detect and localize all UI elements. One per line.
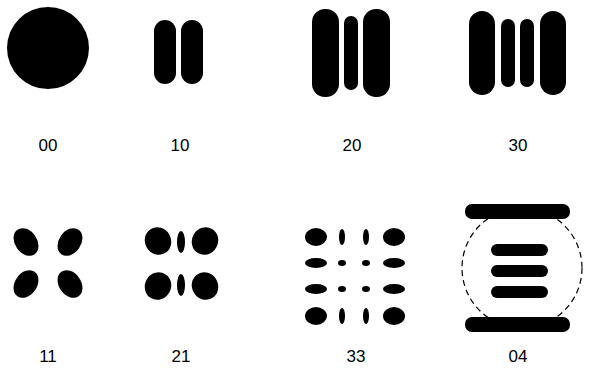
lobe bbox=[363, 9, 390, 97]
lobe bbox=[540, 11, 566, 95]
lobe bbox=[465, 204, 570, 219]
lobe bbox=[383, 307, 405, 325]
lobe bbox=[339, 229, 345, 245]
mode-20 bbox=[312, 9, 390, 97]
mode-04 bbox=[462, 204, 582, 332]
lobe bbox=[187, 222, 224, 259]
spot bbox=[7, 7, 89, 89]
lobe bbox=[177, 274, 185, 296]
mode-11 bbox=[8, 223, 87, 302]
lobe bbox=[362, 286, 370, 292]
lobe bbox=[465, 317, 570, 332]
lobe bbox=[140, 267, 177, 304]
mode-label: 21 bbox=[172, 348, 191, 365]
lobe bbox=[363, 229, 369, 245]
mode-33 bbox=[305, 228, 405, 325]
lobe bbox=[305, 258, 327, 268]
mode-00 bbox=[7, 7, 89, 89]
lobe bbox=[344, 16, 358, 90]
lobe bbox=[8, 223, 43, 260]
mode-label: 00 bbox=[39, 137, 58, 154]
mode-label: 30 bbox=[509, 137, 528, 154]
lobe bbox=[363, 308, 369, 324]
lobe bbox=[338, 260, 346, 266]
lobe bbox=[383, 258, 405, 268]
lobe bbox=[177, 231, 185, 253]
beam-outline bbox=[462, 208, 582, 328]
mode-label: 20 bbox=[343, 137, 362, 154]
lobe bbox=[305, 307, 327, 325]
lobe bbox=[187, 267, 224, 304]
mode-label: 04 bbox=[509, 348, 528, 365]
lobe bbox=[491, 244, 548, 256]
mode-label: 11 bbox=[39, 348, 57, 365]
mode-label: 10 bbox=[171, 137, 190, 154]
lobe bbox=[501, 19, 515, 87]
lobe bbox=[383, 228, 405, 246]
lobe bbox=[140, 222, 177, 259]
lobe bbox=[305, 228, 327, 246]
lobe bbox=[305, 284, 327, 294]
lobe bbox=[8, 265, 43, 302]
mode-30 bbox=[469, 11, 566, 95]
mode-10 bbox=[154, 20, 203, 84]
lobe bbox=[491, 286, 548, 298]
mode-21 bbox=[140, 222, 224, 304]
lobe bbox=[154, 20, 176, 84]
lobe bbox=[491, 265, 548, 277]
lobe bbox=[383, 284, 405, 294]
lobe bbox=[52, 223, 87, 260]
lobe bbox=[338, 286, 346, 292]
lobe bbox=[469, 11, 495, 95]
lobe bbox=[181, 20, 203, 84]
lobe bbox=[362, 260, 370, 266]
lobe bbox=[312, 9, 339, 97]
lobe bbox=[52, 265, 87, 302]
lobe bbox=[339, 308, 345, 324]
lobe bbox=[520, 19, 534, 87]
mode-label: 33 bbox=[347, 348, 366, 365]
